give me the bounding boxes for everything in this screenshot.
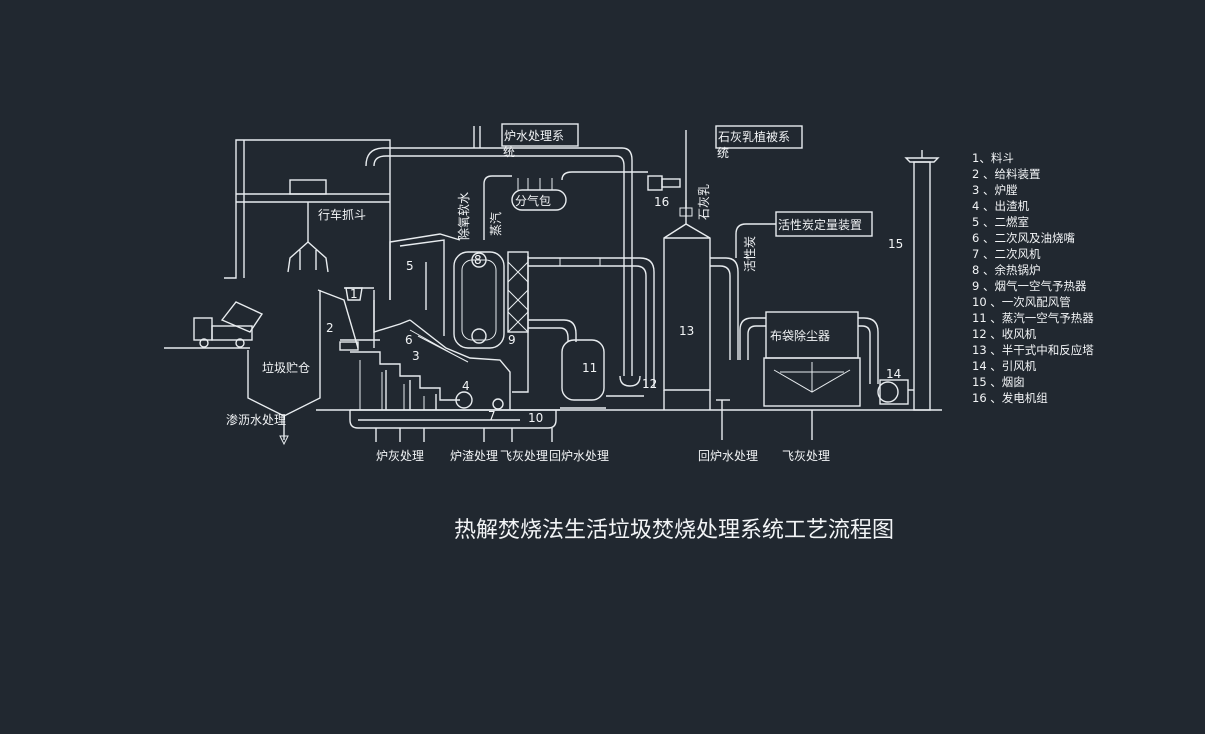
ground-and-outlets <box>316 370 942 442</box>
num-6: 6 <box>405 333 413 347</box>
legend-item-4: 4 、出渣机 <box>972 199 1029 213</box>
legend: 1、料斗 2 、给料装置 3 、炉膛 4 、出渣机 5 、二燃室 6 、二次风及… <box>972 151 1094 405</box>
label-out-return2: 回炉水处理 <box>698 449 758 463</box>
legend-item-8: 8 、余热锅炉 <box>972 263 1040 277</box>
legend-item-12: 12 、收风机 <box>972 327 1037 341</box>
num-2: 2 <box>326 321 334 335</box>
label-out-return1: 回炉水处理 <box>549 449 609 463</box>
component-numbers: 1 2 3 4 5 6 7 8 9 10 11 12 13 14 15 16 <box>326 195 903 425</box>
legend-item-13: 13 、半干式中和反应塔 <box>972 343 1094 357</box>
diagram-labels: 行车抓斗 垃圾贮仓 渗沥水处理 炉水处理系 统 分气包 除氧软水 蒸汽 石灰乳植… <box>226 129 862 463</box>
boiler <box>389 233 529 393</box>
label-out-ash: 炉灰处理 <box>376 449 424 463</box>
flue-duct <box>528 257 655 388</box>
carbon-feed <box>710 211 873 360</box>
num-11: 11 <box>582 361 597 375</box>
legend-item-11: 11 、蒸汽一空气予热器 <box>972 311 1094 325</box>
label-lime-milk: 石灰乳 <box>697 184 711 220</box>
scrubber-13 <box>663 125 803 440</box>
legend-item-6: 6 、二次风及油烧嘴 <box>972 231 1075 245</box>
label-carbon: 活性炭 <box>743 236 757 272</box>
num-14: 14 <box>886 367 901 381</box>
num-10: 10 <box>528 411 543 425</box>
crane-structure <box>224 139 391 300</box>
num-8: 8 <box>474 253 482 267</box>
label-drum: 分气包 <box>515 193 551 208</box>
label-baghouse: 布袋除尘器 <box>770 328 830 343</box>
garbage-truck <box>164 301 264 349</box>
label-pit: 垃圾贮仓 <box>262 360 310 375</box>
legend-item-16: 16 、发电机组 <box>972 391 1048 405</box>
diagram-title: 热解焚烧法生活垃圾焚烧处理系统工艺流程图 <box>454 518 894 543</box>
num-12: 12 <box>642 377 657 391</box>
label-lime-sys-1: 石灰乳植被系 <box>718 129 790 144</box>
num-4: 4 <box>462 379 470 393</box>
legend-item-3: 3 、炉膛 <box>972 183 1018 197</box>
legend-item-14: 14 、引风机 <box>972 359 1037 373</box>
legend-item-10: 10 、一次风配风管 <box>972 295 1071 309</box>
baghouse <box>739 311 879 440</box>
num-7: 7 <box>488 409 496 423</box>
legend-item-15: 15 、烟囱 <box>972 375 1025 389</box>
legend-item-9: 9 、烟气一空气予热器 <box>972 279 1087 293</box>
legend-item-7: 7 、二次风机 <box>972 247 1041 261</box>
garbage-pit <box>247 290 321 446</box>
label-out-fly2: 飞灰处理 <box>782 449 830 463</box>
label-carbon-sys: 活性炭定量装置 <box>778 217 862 232</box>
legend-item-5: 5 、二燃室 <box>972 215 1029 229</box>
num-15: 15 <box>888 237 903 251</box>
legend-item-2: 2 、给料装置 <box>972 167 1040 181</box>
label-lime-sys-2: 统 <box>717 146 729 160</box>
hopper-feeder <box>317 287 380 351</box>
num-9: 9 <box>508 333 516 347</box>
num-16: 16 <box>654 195 669 209</box>
label-out-fly1: 飞灰处理 <box>500 449 548 463</box>
num-3: 3 <box>412 349 420 363</box>
label-softwater: 除氧软水 <box>456 192 471 240</box>
label-out-slag: 炉渣处理 <box>450 449 498 463</box>
preheater-11 <box>560 339 606 409</box>
label-water-sys-2: 统 <box>503 145 515 159</box>
label-water-sys-1: 炉水处理系 <box>504 129 564 143</box>
label-steam: 蒸汽 <box>488 212 503 236</box>
num-5: 5 <box>406 259 414 273</box>
label-leachate: 渗沥水处理 <box>226 412 286 427</box>
num-1: 1 <box>350 287 358 301</box>
label-crane: 行车抓斗 <box>318 207 366 222</box>
legend-item-1: 1、料斗 <box>972 151 1014 165</box>
water-piping <box>365 123 681 376</box>
num-13: 13 <box>679 324 694 338</box>
